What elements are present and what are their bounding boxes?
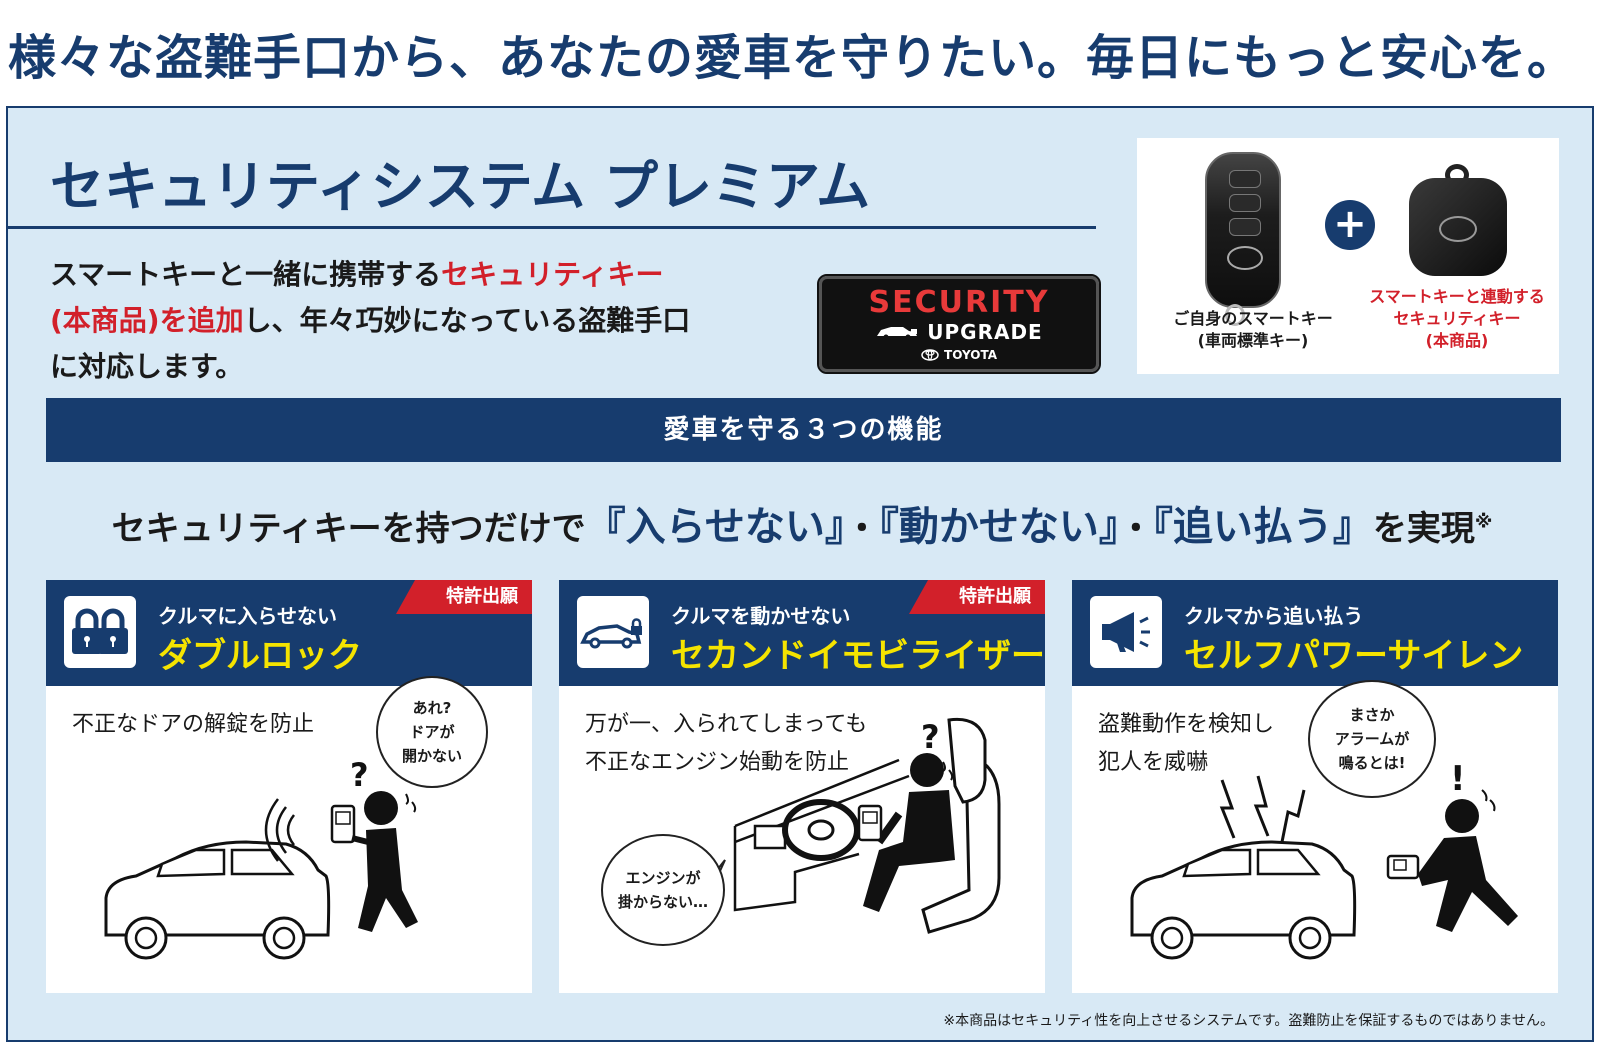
intro-highlight-2: (本商品)を追加 (50, 304, 244, 337)
bubble-text: 鳴るとは! (1338, 754, 1406, 772)
card-feature-name: セカンドイモビライザー (671, 636, 1045, 676)
toyota-logo-icon (1227, 246, 1263, 270)
key-ring (1225, 304, 1245, 326)
patent-pending-badge: 特許出願 (909, 580, 1045, 614)
disclaimer-footnote: ※本商品はセキュリティ性を向上させるシステムです。盗難防止を保証するものではあり… (943, 1013, 1554, 1029)
security-key-caption: スマートキーと連動する セキュリティキー (本商品) (1357, 286, 1557, 352)
title-divider (8, 226, 1096, 229)
bubble-text: エンジンが (625, 869, 701, 887)
badge-brand-row: TOYOTA (822, 348, 1096, 362)
padlock-pair-icon (64, 596, 136, 668)
security-key-caption-line: セキュリティキー (1393, 309, 1521, 328)
intro-text-a: スマートキーと一緒に携帯する (50, 258, 442, 291)
feature-card-double-lock: クルマに入らせない ダブルロック 特許出願 不正なドアの解錠を防止 ? (46, 580, 532, 993)
megaphone-icon (1090, 596, 1162, 668)
tagline-highlight: 『追い払う』 (1152, 504, 1373, 550)
smart-key-caption-line: (車両標準キー) (1197, 331, 1309, 350)
page-headline: 様々な盗難手口から、あなたの愛車を守りたい。毎日にもっと安心を。 (8, 30, 1577, 86)
feature-card-second-immobilizer: クルマを動かせない セカンドイモビライザー 特許出願 万が一、入られてしまっても… (559, 580, 1045, 993)
security-key-caption-line: スマートキーと連動する (1369, 287, 1545, 306)
security-key-image (1409, 178, 1507, 276)
card-feature-name: セルフパワーサイレン (1184, 636, 1524, 676)
card-description: 盗難動作を検知し 犯人を威嚇 (1098, 706, 1274, 782)
card-header: クルマを動かせない セカンドイモビライザー 特許出願 (559, 580, 1045, 686)
card-description: 不正なドアの解錠を防止 (72, 706, 314, 744)
self-power-siren-illustration: ! (1130, 759, 1518, 960)
bubble-text: 開かない (401, 747, 462, 765)
card-description-line: 不正なエンジン始動を防止 (585, 750, 850, 775)
toyota-logo-icon (1439, 216, 1477, 242)
card-subtitle: クルマから追い払う (1184, 604, 1364, 628)
feature-card-self-power-siren: クルマから追い払う セルフパワーサイレン 盗難動作を検知し 犯人を威嚇 ! (1072, 580, 1558, 993)
svg-text:?: ? (921, 718, 940, 756)
intro-highlight-1: セキュリティキー (441, 258, 664, 291)
card-feature-name: ダブルロック (158, 636, 362, 676)
security-key-caption-line: (本商品) (1425, 331, 1489, 350)
badge-upgrade-row: UPGRADE (822, 320, 1096, 344)
badge-brand-text: TOYOTA (944, 348, 997, 362)
bubble-text: ドアが (409, 723, 455, 741)
second-immobilizer-illustration: ? (707, 717, 1001, 934)
svg-text:?: ? (350, 756, 369, 794)
tagline-highlight: 『入らせない』 (585, 504, 845, 550)
smart-key-button (1229, 170, 1261, 188)
keys-comparison: + ご自身のスマートキー (車両標準キー) スマートキーと連動する セキュリティ… (1137, 138, 1559, 374)
card-subtitle: クルマに入らせない (158, 604, 337, 628)
card-description-line: 不正なドアの解錠を防止 (72, 712, 315, 737)
card-description-line: 盗難動作を検知し (1098, 712, 1275, 737)
car-lock-icon (877, 327, 918, 340)
bubble-text: アラームが (1334, 730, 1410, 748)
plus-icon: + (1325, 200, 1375, 250)
product-title: セキュリティシステム プレミアム (50, 155, 871, 218)
tagline-text: を実現 (1372, 509, 1475, 549)
speech-bubble: エンジンが 掛からない… (601, 834, 725, 946)
smart-key-button (1229, 194, 1261, 212)
smart-key-caption: ご自身のスマートキー (車両標準キー) (1153, 308, 1353, 352)
security-upgrade-badge: SECURITY UPGRADE TOYOTA (817, 274, 1101, 374)
bubble-text: 掛からない… (617, 893, 708, 911)
tagline-highlight: 『動かせない』 (878, 504, 1119, 550)
patent-pending-badge: 特許出願 (396, 580, 532, 614)
card-subtitle: クルマを動かせない (671, 604, 851, 628)
toyota-logo-icon (921, 349, 939, 361)
functions-heading: 愛車を守る３つの機能 (46, 398, 1561, 462)
car-lock-icon (577, 596, 649, 668)
card-description: 万が一、入られてしまっても 不正なエンジン始動を防止 (585, 706, 867, 782)
intro-text-c: に対応します。 (50, 350, 244, 383)
feature-tagline: セキュリティキーを持つだけで『入らせない』・『動かせない』・『追い払う』を実現※ (8, 494, 1596, 552)
card-description-line: 犯人を威嚇 (1098, 750, 1209, 775)
smart-key-button (1229, 218, 1261, 236)
smart-key-image (1205, 152, 1281, 308)
card-header: クルマから追い払う セルフパワーサイレン (1072, 580, 1558, 686)
intro-text-b: し、年々巧妙になっている盗難手口 (243, 304, 691, 337)
smart-key-caption-line: ご自身のスマートキー (1173, 309, 1333, 328)
tagline-separator: ・ (844, 509, 879, 549)
double-lock-illustration: ? (104, 713, 418, 960)
speech-bubble: まさか アラームが 鳴るとは! (1308, 680, 1436, 798)
tagline-separator: ・ (1118, 509, 1153, 549)
badge-security-text: SECURITY (868, 285, 1050, 320)
svg-text:!: ! (1450, 759, 1466, 799)
card-header: クルマに入らせない ダブルロック 特許出願 (46, 580, 532, 686)
bubble-text: あれ? (412, 699, 452, 717)
bubble-text: まさか (1349, 706, 1395, 724)
product-panel: セキュリティシステム プレミアム スマートキーと一緒に携帯するセキュリティキー … (6, 106, 1594, 1042)
tagline-footnote-mark: ※ (1474, 511, 1493, 533)
product-intro: スマートキーと一緒に携帯するセキュリティキー (本商品)を追加し、年々巧妙になっ… (50, 252, 810, 390)
badge-upgrade-text: UPGRADE (927, 320, 1043, 344)
speech-bubble: あれ? ドアが 開かない (376, 676, 488, 788)
tagline-text: セキュリティキーを持つだけで (111, 509, 586, 549)
card-description-line: 万が一、入られてしまっても (585, 712, 868, 737)
